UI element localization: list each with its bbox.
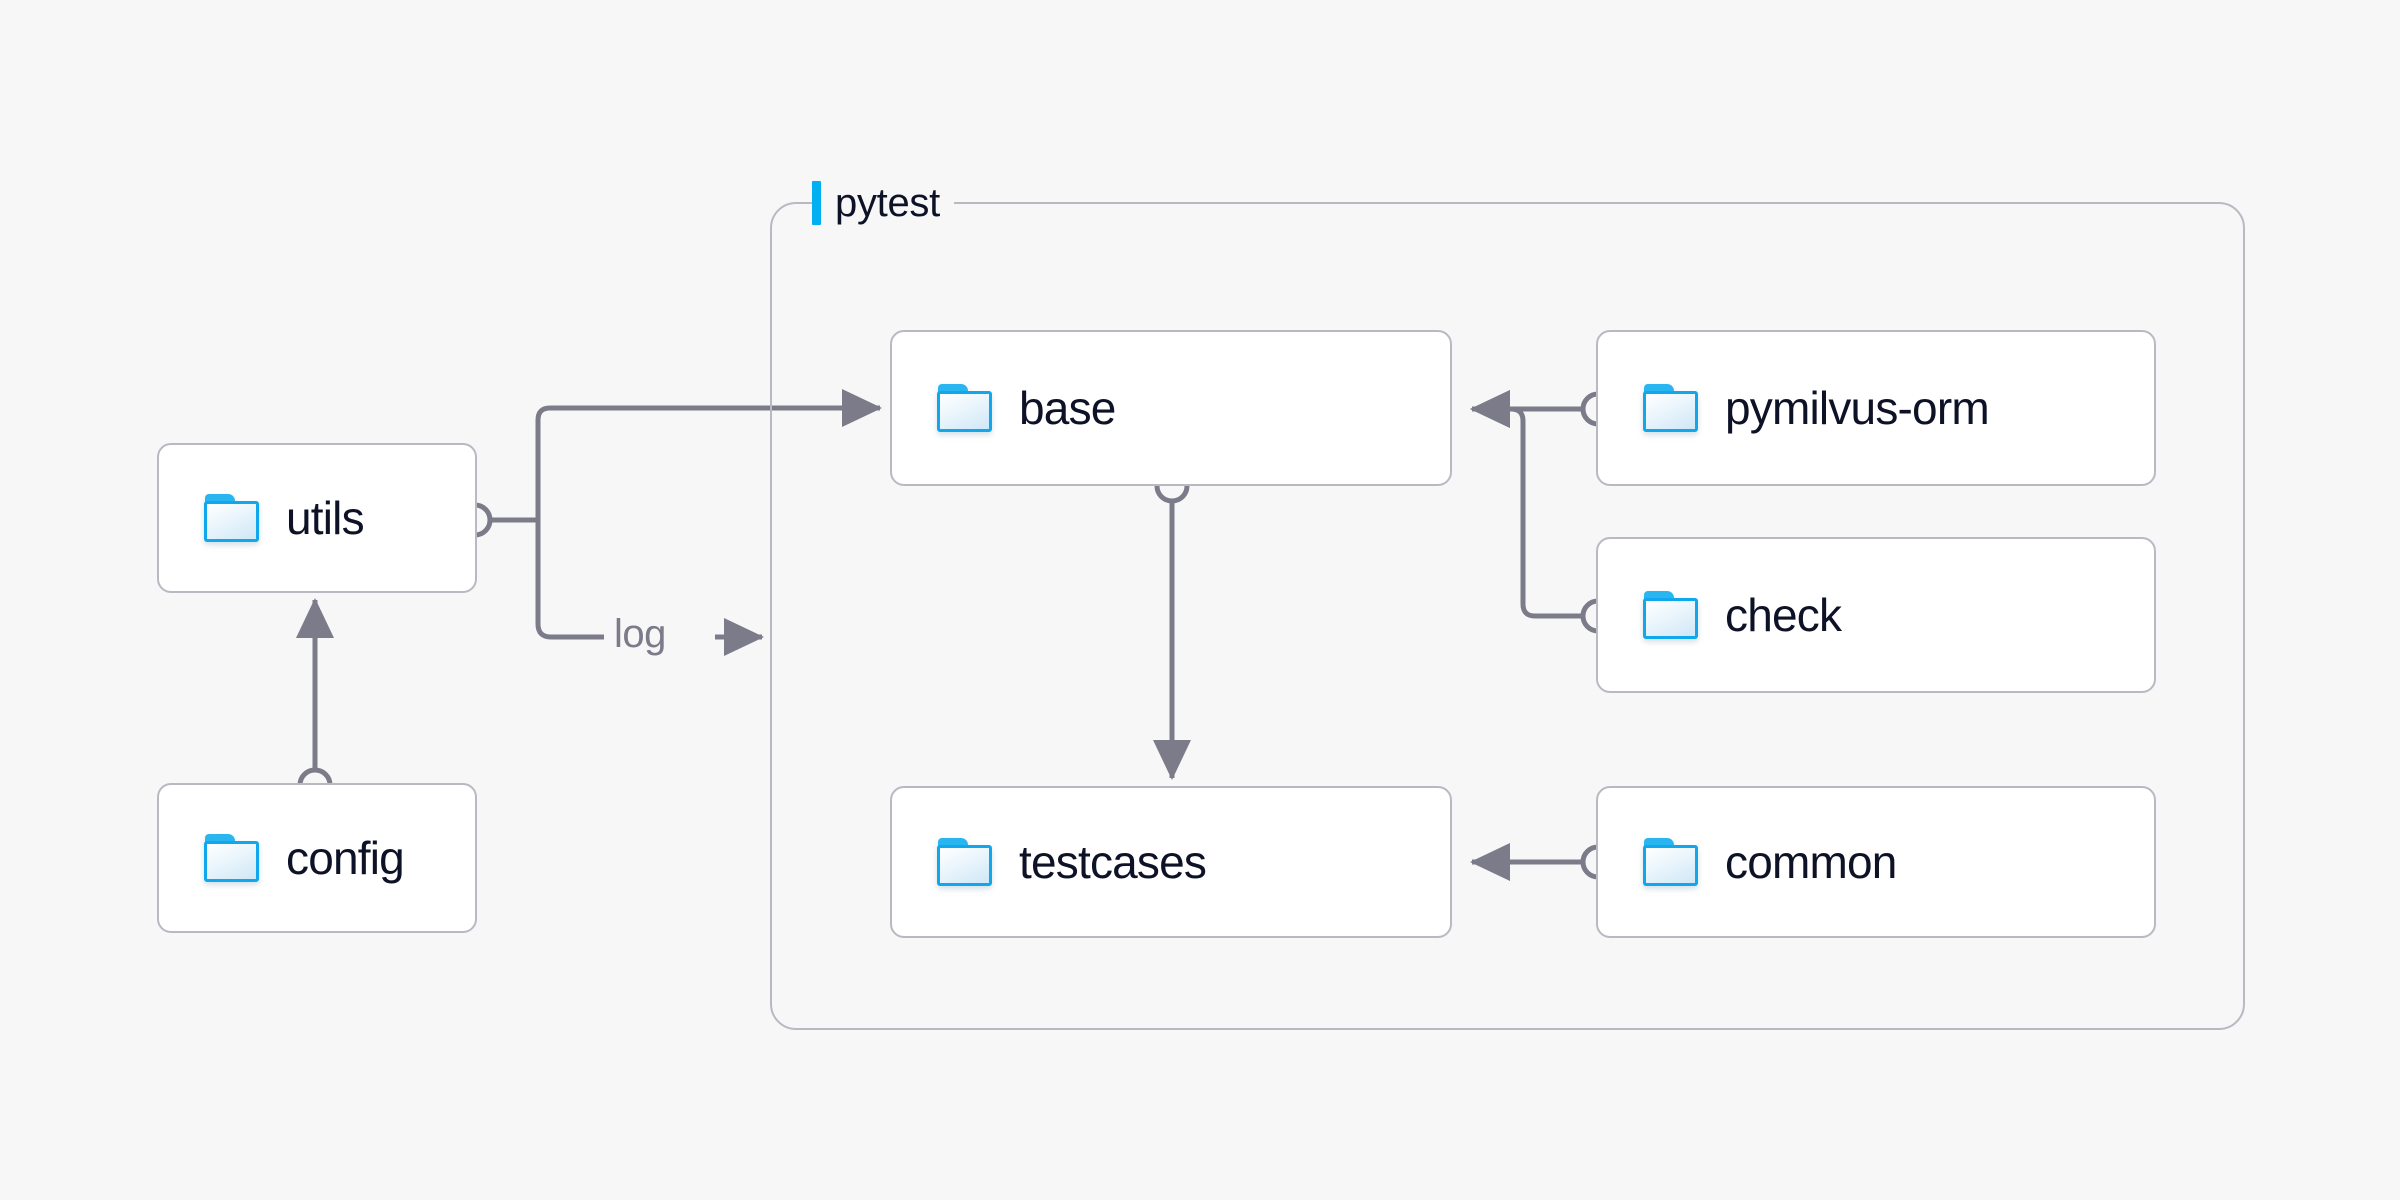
folder-icon bbox=[204, 834, 260, 882]
group-label-text: pytest bbox=[835, 180, 940, 225]
group-container-pytest bbox=[770, 202, 2245, 1030]
folder-icon bbox=[937, 384, 993, 432]
node-pymilvus-orm[interactable]: pymilvus-orm bbox=[1596, 330, 2156, 486]
folder-icon bbox=[1643, 591, 1699, 639]
folder-icon bbox=[204, 494, 260, 542]
node-testcases[interactable]: testcases bbox=[890, 786, 1452, 938]
folder-icon bbox=[1643, 384, 1699, 432]
edge-utils-to-pytest-log bbox=[535, 520, 610, 640]
node-common[interactable]: common bbox=[1596, 786, 2156, 938]
node-label-testcases: testcases bbox=[1019, 836, 1207, 888]
node-label-base: base bbox=[1019, 382, 1116, 434]
node-label-common: common bbox=[1725, 836, 1897, 888]
group-label-pytest: pytest bbox=[812, 178, 954, 228]
node-label-utils: utils bbox=[286, 492, 365, 544]
node-utils[interactable]: utils bbox=[157, 443, 477, 593]
node-base[interactable]: base bbox=[890, 330, 1452, 486]
node-check[interactable]: check bbox=[1596, 537, 2156, 693]
node-label-check: check bbox=[1725, 589, 1842, 641]
folder-icon bbox=[1643, 838, 1699, 886]
group-accent-bar bbox=[812, 181, 821, 225]
node-label-pymilvus-orm: pymilvus-orm bbox=[1725, 382, 1990, 434]
node-label-config: config bbox=[286, 832, 405, 884]
folder-icon bbox=[937, 838, 993, 886]
edge-label-log: log bbox=[604, 612, 676, 657]
node-config[interactable]: config bbox=[157, 783, 477, 933]
